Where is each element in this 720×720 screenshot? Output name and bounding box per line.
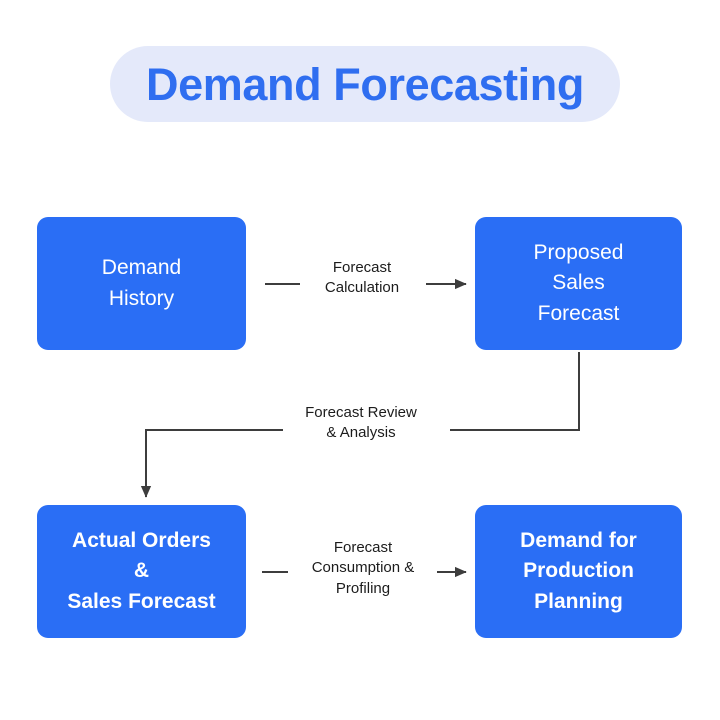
node-demand-history[interactable]: Demand History [37, 217, 246, 350]
connector-path-forecast-review-left [140, 429, 283, 498]
node-demand-for-production-planning[interactable]: Demand for Production Planning [475, 505, 682, 638]
connector-label-forecast-review-analysis: Forecast Review & Analysis [305, 404, 417, 442]
node-actual-orders-sales-forecast[interactable]: Actual Orders & Sales Forecast [37, 505, 246, 638]
node-demand-history-label: Demand History [101, 256, 182, 310]
connector-label-forecast-calculation: Forecast Calculation [324, 259, 400, 297]
node-proposed-sales-forecast-label: Proposed Sales Forecast [533, 240, 624, 325]
connector-path-forecast-review-right [450, 352, 580, 431]
node-actual-orders-sales-forecast-label: Actual Orders & Sales Forecast [67, 528, 216, 613]
page-title: Demand Forecasting [146, 58, 584, 110]
node-proposed-sales-forecast[interactable]: Proposed Sales Forecast [475, 217, 682, 350]
node-demand-for-production-planning-label: Demand for Production Planning [520, 528, 637, 613]
page-title-pill: Demand Forecasting [110, 46, 620, 122]
connector-label-forecast-consumption-profiling: Forecast Consumption & Profiling [311, 539, 415, 597]
